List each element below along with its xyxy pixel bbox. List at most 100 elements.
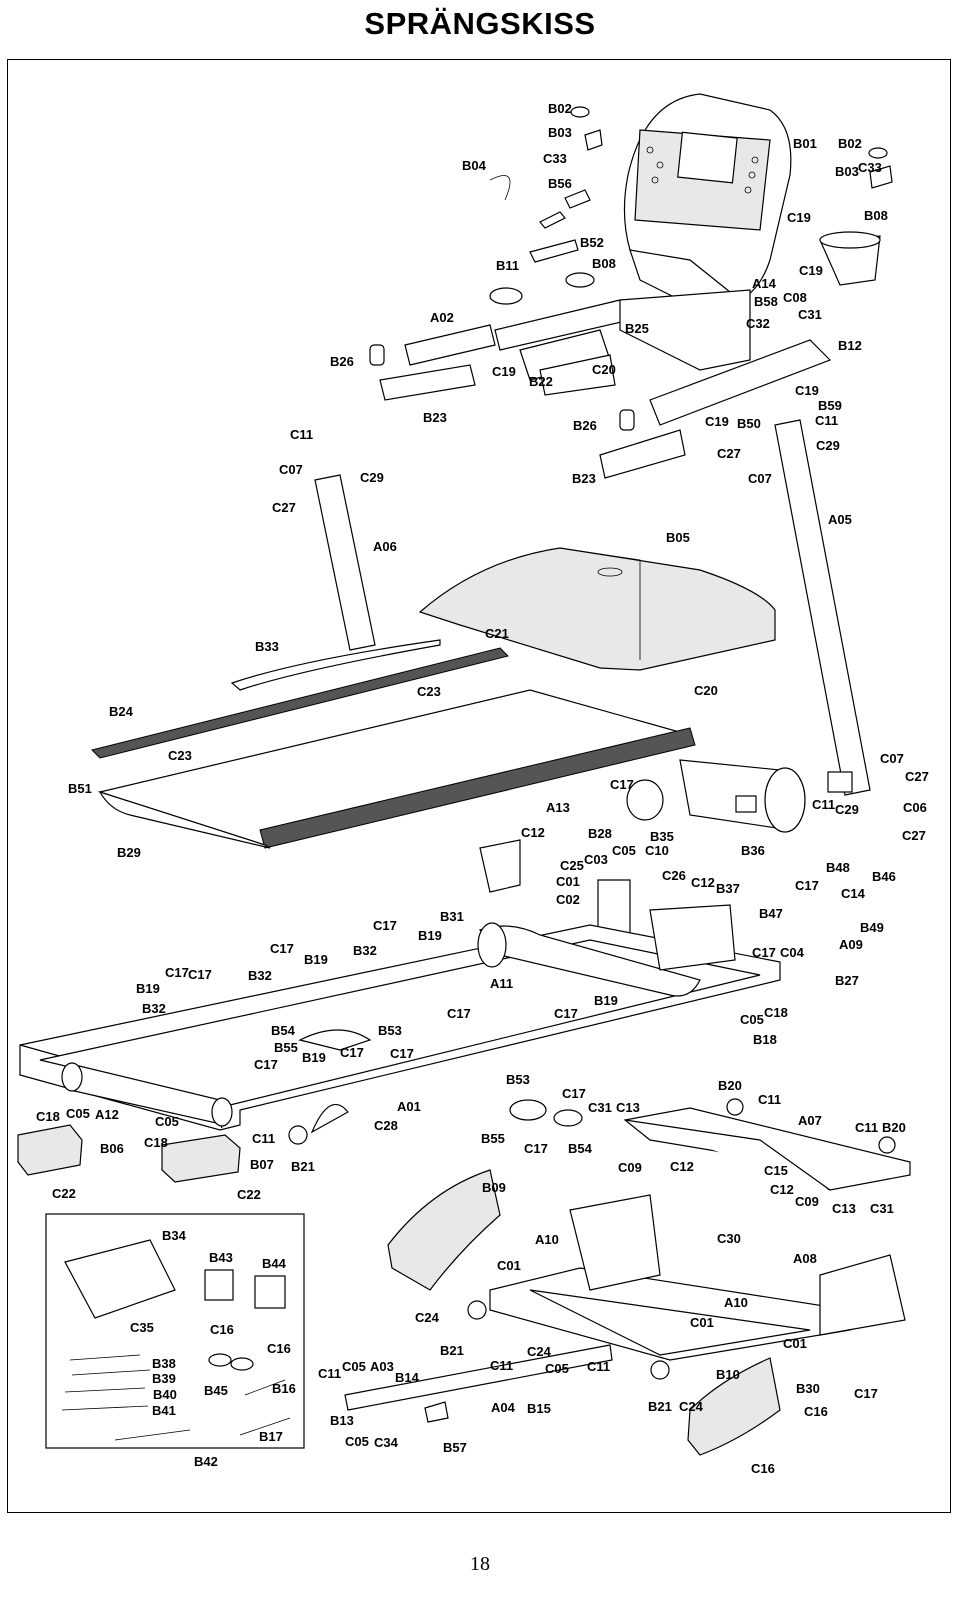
part-label-c17: C17 bbox=[340, 1045, 364, 1060]
part-label-a10: A10 bbox=[535, 1232, 559, 1247]
part-label-b20: B20 bbox=[718, 1078, 742, 1093]
main-frame bbox=[17, 904, 781, 1183]
part-label-c28: C28 bbox=[374, 1118, 398, 1133]
part-label-c11: C11 bbox=[855, 1120, 878, 1135]
part-label-b23: B23 bbox=[572, 471, 596, 486]
part-label-c18: C18 bbox=[36, 1109, 60, 1124]
part-label-b40: B40 bbox=[153, 1387, 177, 1402]
part-label-c11: C11 bbox=[290, 427, 313, 442]
part-label-b24: B24 bbox=[109, 704, 134, 719]
part-label-c34: C34 bbox=[374, 1435, 399, 1450]
part-label-b36: B36 bbox=[741, 843, 765, 858]
part-label-b43: B43 bbox=[209, 1250, 233, 1265]
part-label-c17: C17 bbox=[373, 918, 397, 933]
part-label-c24: C24 bbox=[679, 1399, 704, 1414]
part-label-b08: B08 bbox=[864, 208, 888, 223]
part-label-c14: C14 bbox=[841, 886, 866, 901]
part-label-b57: B57 bbox=[443, 1440, 467, 1455]
part-label-c09: C09 bbox=[795, 1194, 819, 1209]
page-number: 18 bbox=[470, 1553, 490, 1575]
console-assembly bbox=[369, 93, 893, 479]
part-label-b58: B58 bbox=[754, 294, 778, 309]
part-label-c11: C11 bbox=[812, 797, 835, 812]
part-label-b32: B32 bbox=[353, 943, 377, 958]
part-label-b35: B35 bbox=[650, 829, 674, 844]
part-label-b44: B44 bbox=[262, 1256, 287, 1271]
part-label-a07: A07 bbox=[798, 1113, 822, 1128]
motor-hood bbox=[418, 547, 776, 671]
part-label-b54: B54 bbox=[568, 1141, 593, 1156]
part-label-c33: C33 bbox=[543, 151, 567, 166]
part-label-c15: C15 bbox=[764, 1163, 788, 1178]
part-label-c17: C17 bbox=[610, 777, 634, 792]
incline-frame bbox=[509, 1098, 911, 1191]
part-label-c11: C11 bbox=[815, 413, 838, 428]
part-label-b39: B39 bbox=[152, 1371, 176, 1386]
part-label-c33: C33 bbox=[858, 160, 882, 175]
part-label-b49: B49 bbox=[860, 920, 884, 935]
part-label-c17: C17 bbox=[562, 1086, 586, 1101]
part-label-c20: C20 bbox=[592, 362, 616, 377]
part-label-c31: C31 bbox=[798, 307, 822, 322]
part-label-c05: C05 bbox=[545, 1361, 569, 1376]
part-label-c35: C35 bbox=[130, 1320, 154, 1335]
part-label-b27: B27 bbox=[835, 973, 859, 988]
part-label-a04: A04 bbox=[491, 1400, 516, 1415]
part-label-c11: C11 bbox=[490, 1358, 513, 1373]
upright-posts bbox=[314, 419, 871, 796]
part-label-c07: C07 bbox=[748, 471, 772, 486]
part-label-a01: A01 bbox=[397, 1099, 421, 1114]
part-label-c07: C07 bbox=[279, 462, 303, 477]
part-label-b10: B10 bbox=[716, 1367, 740, 1382]
part-label-c01: C01 bbox=[497, 1258, 521, 1273]
part-label-c12: C12 bbox=[670, 1159, 694, 1174]
part-label-b41: B41 bbox=[152, 1403, 176, 1418]
part-label-b34: B34 bbox=[162, 1228, 187, 1243]
part-label-c12: C12 bbox=[770, 1182, 794, 1197]
part-label-c09: C09 bbox=[618, 1160, 642, 1175]
part-label-b26: B26 bbox=[330, 354, 354, 369]
part-label-b17: B17 bbox=[259, 1429, 283, 1444]
deck-assembly bbox=[91, 639, 806, 951]
part-label-b09: B09 bbox=[482, 1180, 506, 1195]
part-label-b56: B56 bbox=[548, 176, 572, 191]
part-label-c24: C24 bbox=[415, 1310, 440, 1325]
part-label-b19: B19 bbox=[136, 981, 160, 996]
part-label-c19: C19 bbox=[787, 210, 811, 225]
part-label-b32: B32 bbox=[248, 968, 272, 983]
part-label-c01: C01 bbox=[556, 874, 580, 889]
part-label-b19: B19 bbox=[302, 1050, 326, 1065]
part-label-c17: C17 bbox=[390, 1046, 414, 1061]
part-label-c29: C29 bbox=[360, 470, 384, 485]
part-label-a05: A05 bbox=[828, 512, 852, 527]
part-label-c18: C18 bbox=[144, 1135, 168, 1150]
part-label-b52: B52 bbox=[580, 235, 604, 250]
part-label-c27: C27 bbox=[717, 446, 741, 461]
part-label-b53: B53 bbox=[378, 1023, 402, 1038]
part-label-c10: C10 bbox=[645, 843, 669, 858]
part-label-c20: C20 bbox=[694, 683, 718, 698]
part-label-c16: C16 bbox=[267, 1341, 291, 1356]
part-label-b37: B37 bbox=[716, 881, 740, 896]
part-label-a09: A09 bbox=[839, 937, 863, 952]
part-label-c17: C17 bbox=[188, 967, 212, 982]
part-label-c01: C01 bbox=[783, 1336, 807, 1351]
part-label-b45: B45 bbox=[204, 1383, 228, 1398]
part-label-c17: C17 bbox=[165, 965, 189, 980]
part-label-b50: B50 bbox=[737, 416, 761, 431]
part-label-b21: B21 bbox=[291, 1159, 315, 1174]
part-label-b30: B30 bbox=[796, 1381, 820, 1396]
part-label-c22: C22 bbox=[237, 1187, 261, 1202]
part-label-b04: B04 bbox=[462, 158, 487, 173]
part-label-c29: C29 bbox=[816, 438, 840, 453]
part-label-c12: C12 bbox=[691, 875, 715, 890]
part-label-b16: B16 bbox=[272, 1381, 296, 1396]
part-label-c23: C23 bbox=[417, 684, 441, 699]
part-label-b06: B06 bbox=[100, 1141, 124, 1156]
part-label-b03: B03 bbox=[548, 125, 572, 140]
part-label-c19: C19 bbox=[705, 414, 729, 429]
part-label-b03: B03 bbox=[835, 164, 859, 179]
part-label-c29: C29 bbox=[835, 802, 859, 817]
part-label-b55: B55 bbox=[481, 1131, 505, 1146]
